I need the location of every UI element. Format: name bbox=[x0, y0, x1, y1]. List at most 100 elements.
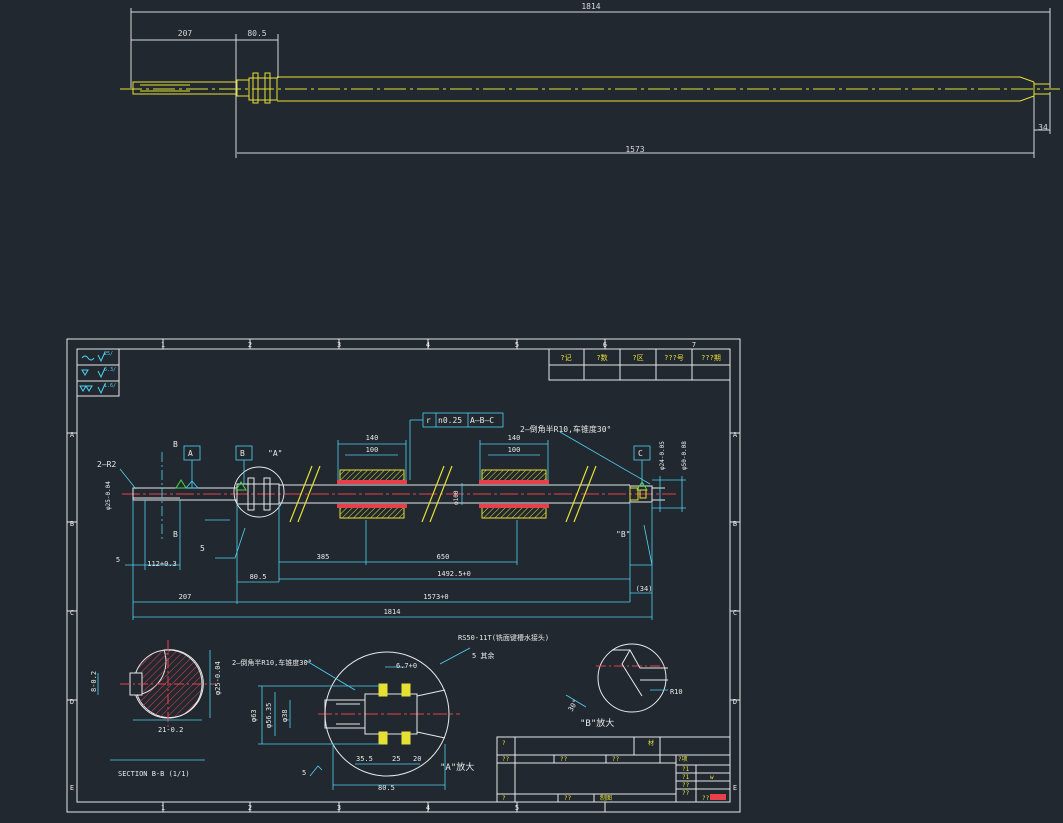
datum-b: B bbox=[240, 449, 245, 458]
tb-red-mark bbox=[710, 794, 726, 800]
main-shaft-view: r n0.25 A–B–C A B C 2–倒角半R10,车锥度30° 2–R2… bbox=[97, 412, 688, 620]
legend-6-3: 6.3/ bbox=[104, 367, 116, 373]
col-5-bottom: 5 bbox=[515, 804, 519, 812]
tb-bottom-1: ? bbox=[502, 795, 506, 802]
tb-side-3: ?? bbox=[682, 782, 690, 789]
detail-b: R10 30° "B"放大 bbox=[565, 643, 683, 729]
dim-140a: 140 bbox=[366, 434, 379, 442]
datum-c: C bbox=[638, 449, 643, 458]
tb-row1-b: 材 bbox=[648, 739, 654, 747]
dim-140b: 140 bbox=[508, 434, 521, 442]
detail-a-phi63: φ63 bbox=[250, 709, 258, 722]
detail-a-rough-note: 5 其余 bbox=[472, 651, 494, 660]
title-block: ? 材 ?? ?? ?? ?项 ?1 ?1 ?? ?? ?? w ? ?? 制图 bbox=[496, 736, 731, 803]
gtol-value: n0.25 bbox=[438, 416, 462, 425]
tb-side-4: ?? bbox=[682, 790, 690, 797]
dim-phi50: φ50-0.08 bbox=[681, 441, 688, 470]
col-6: 6 bbox=[603, 341, 607, 349]
detail-a-thread: RS50-11T(铣面键槽水接头) bbox=[458, 633, 549, 642]
dim-phi100: φ100 bbox=[453, 490, 460, 505]
col-2-bottom: 2 bbox=[248, 804, 252, 812]
row-d-right: D bbox=[733, 698, 737, 706]
row-e: E bbox=[70, 784, 74, 792]
chamfer-note-left: 2–R2 bbox=[97, 460, 116, 469]
row-b: B bbox=[70, 520, 74, 528]
legend-1-6: 1.6/ bbox=[104, 383, 116, 389]
top-dim-tip: 34 bbox=[1038, 123, 1048, 132]
tb-side-1: ?1 bbox=[682, 766, 690, 773]
section-letter-bottom: B bbox=[173, 530, 178, 539]
detail-a-chamfer: 2–倒角半R10,车锥度30° bbox=[232, 658, 312, 667]
detail-a-phi56: φ56.35 bbox=[265, 703, 273, 728]
surface-legend: 25/ 6.3/ 1.6/ bbox=[76, 348, 120, 397]
col-2: 2 bbox=[248, 341, 252, 349]
col-5: 5 bbox=[515, 341, 519, 349]
col-3-bottom: 3 bbox=[337, 804, 341, 812]
tb-row1-a: ? bbox=[502, 740, 506, 747]
row-c-right: C bbox=[733, 609, 737, 617]
dim-80-5: 80.5 bbox=[250, 573, 267, 581]
detail-a-35-5: 35.5 bbox=[356, 755, 373, 763]
dim-207: 207 bbox=[179, 593, 192, 601]
row-c: C bbox=[70, 609, 74, 617]
tb-val-w: w bbox=[710, 774, 714, 781]
section-b-b: SECTION B-B (1/1) 21-0.2 8-0.2 φ25-0.04 bbox=[90, 640, 222, 778]
view-a-mark: "A" bbox=[268, 449, 282, 458]
dim-385: 385 bbox=[317, 553, 330, 561]
view-b-mark: "B" bbox=[616, 530, 630, 539]
section-dim-21: 21-0.2 bbox=[158, 726, 183, 734]
col-1: 1 bbox=[161, 341, 165, 349]
col-3: 3 bbox=[337, 341, 341, 349]
revision-table: ?记 ?数 ?区 ???号 ???期 bbox=[548, 348, 731, 381]
rev-header-4: ???号 bbox=[664, 354, 684, 362]
row-d: D bbox=[70, 698, 74, 706]
tb-row2-b: ?? bbox=[560, 756, 568, 763]
section-letter-top: B bbox=[173, 440, 178, 449]
top-dim-shaft: 1573 bbox=[625, 145, 644, 154]
legend-25: 25/ bbox=[104, 351, 113, 357]
rev-header-2: ?数 bbox=[596, 353, 607, 362]
row-b-right: B bbox=[733, 520, 737, 528]
dim-1814: 1814 bbox=[384, 608, 401, 616]
tb-side-5: ?? bbox=[702, 795, 710, 802]
dim-34: (34) bbox=[636, 585, 653, 593]
dim-650: 650 bbox=[437, 553, 450, 561]
detail-a-rough-5: 5 bbox=[302, 769, 306, 777]
detail-b-title: "B"放大 bbox=[580, 717, 614, 729]
detail-b-r10: R10 bbox=[670, 688, 683, 696]
row-a: A bbox=[70, 431, 75, 439]
detail-a-20: 20 bbox=[413, 755, 421, 763]
dim-phi24: φ24-0.05 bbox=[659, 441, 666, 470]
tb-bottom-3: 制图 bbox=[600, 794, 612, 802]
col-4-bottom: 4 bbox=[426, 804, 430, 812]
dim-1492: 1492.5+0 bbox=[437, 570, 471, 578]
dim-1573: 1573+0 bbox=[423, 593, 448, 601]
tb-row2-c: ?? bbox=[612, 756, 620, 763]
top-dim-left: 207 bbox=[178, 29, 193, 38]
top-dim-overall: 1814 bbox=[581, 2, 600, 11]
detail-a-phi38: φ38 bbox=[281, 709, 289, 722]
detail-a-25: 25 bbox=[392, 755, 400, 763]
gtol-symbol: r bbox=[426, 416, 431, 425]
rev-header-5: ???期 bbox=[701, 354, 721, 362]
detail-a: 2–倒角半R10,车锥度30° RS50-11T(铣面键槽水接头) 6.7+0 … bbox=[232, 633, 549, 792]
col-4: 4 bbox=[426, 341, 430, 349]
top-view: 1814 207 80.5 1573 34 bbox=[120, 2, 1060, 158]
dim-phi25-left: φ25-0.04 bbox=[105, 481, 112, 510]
dim-100b: 100 bbox=[508, 446, 521, 454]
detail-a-80-5: 80.5 bbox=[378, 784, 395, 792]
top-dim-collar: 80.5 bbox=[247, 29, 266, 38]
tb-row2-d: ?项 bbox=[678, 756, 688, 763]
row-e-right: E bbox=[733, 784, 737, 792]
row-a-right: A bbox=[733, 431, 738, 439]
col-1-bottom: 1 bbox=[161, 804, 165, 812]
tb-row2-a: ?? bbox=[502, 756, 510, 763]
section-dim-phi25: φ25-0.04 bbox=[214, 661, 222, 695]
gtol-datum: A–B–C bbox=[470, 416, 494, 425]
tb-bottom-2: ?? bbox=[564, 795, 572, 802]
chamfer-note-right: 2–倒角半R10,车锥度30° bbox=[520, 424, 611, 434]
roughness-5: 5 bbox=[200, 544, 205, 553]
section-title: SECTION B-B (1/1) bbox=[118, 770, 190, 778]
dim-100a: 100 bbox=[366, 446, 379, 454]
